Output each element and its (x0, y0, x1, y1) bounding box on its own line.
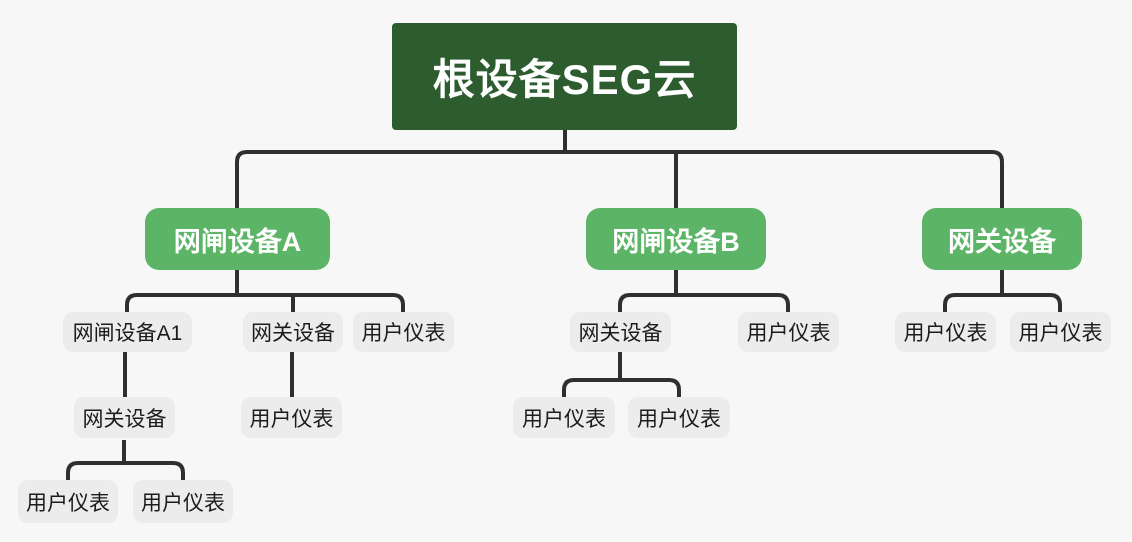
node-gap-device-a1[interactable]: 网闸设备A1 (63, 312, 192, 352)
node-meter-under-right-2[interactable]: 用户仪表 (1010, 312, 1111, 352)
node-gateway-under-a[interactable]: 网关设备 (243, 312, 343, 352)
node-gateway-under-a1[interactable]: 网关设备 (74, 397, 175, 438)
node-meter-under-a-gateway[interactable]: 用户仪表 (241, 397, 342, 438)
node-gap-device-b[interactable]: 网闸设备B (586, 208, 766, 270)
node-meter-under-a1-gateway-1[interactable]: 用户仪表 (18, 480, 118, 523)
node-meter-under-b-gateway-1[interactable]: 用户仪表 (513, 397, 615, 438)
node-gap-device-a[interactable]: 网闸设备A (145, 208, 330, 270)
node-meter-under-b-gateway-2[interactable]: 用户仪表 (628, 397, 730, 438)
node-meter-under-a[interactable]: 用户仪表 (353, 312, 454, 352)
node-gateway-device-right[interactable]: 网关设备 (922, 208, 1082, 270)
node-root-seg-cloud[interactable]: 根设备SEG云 (392, 23, 737, 130)
node-meter-under-b[interactable]: 用户仪表 (738, 312, 839, 352)
node-meter-under-a1-gateway-2[interactable]: 用户仪表 (133, 480, 233, 523)
node-gateway-under-b[interactable]: 网关设备 (570, 312, 671, 352)
node-meter-under-right-1[interactable]: 用户仪表 (895, 312, 996, 352)
